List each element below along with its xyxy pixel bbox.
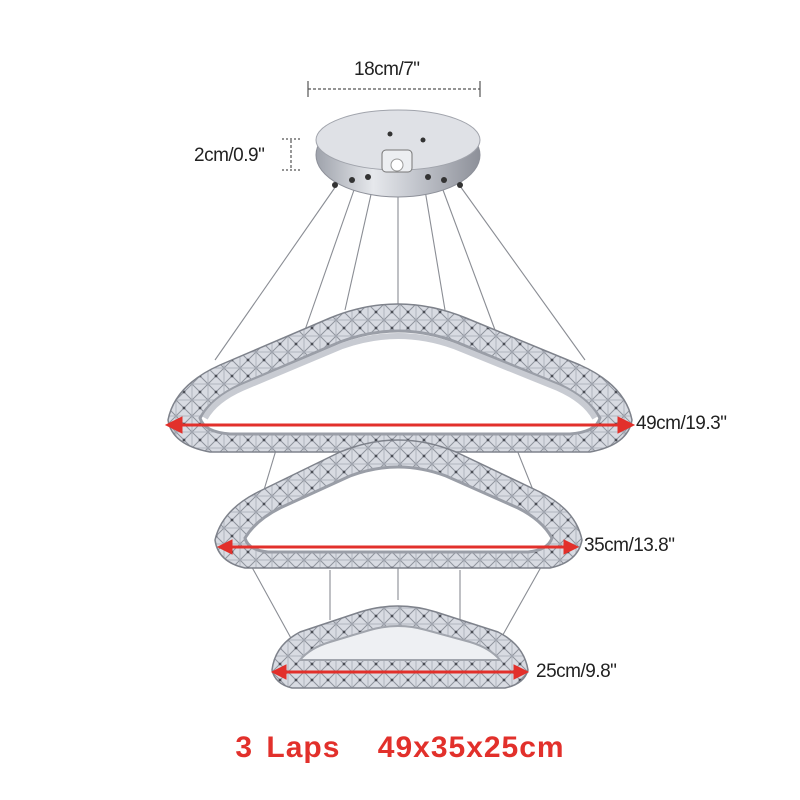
canopy-height-dimension [282, 138, 300, 171]
medium-ring-width-label: 35cm/13.8" [584, 535, 675, 556]
large-ring-width-label: 49cm/19.3" [636, 413, 727, 434]
size-caption: 3 Laps 49x35x25cm [0, 731, 800, 765]
small-crystal-ring [271, 605, 529, 689]
canopy-width-dimension [307, 81, 481, 97]
small-ring-width-label: 25cm/9.8" [536, 661, 617, 682]
tier-count-text: 3 Laps [235, 731, 341, 764]
sizes-text: 49x35x25cm [377, 731, 565, 764]
large-crystal-ring [167, 303, 633, 453]
canopy-height-label: 2cm/0.9" [194, 145, 265, 166]
dimension-arrows [164, 416, 636, 680]
canopy-width-label: 18cm/7" [354, 59, 420, 80]
ceiling-canopy [315, 109, 481, 198]
medium-crystal-ring [214, 439, 583, 569]
